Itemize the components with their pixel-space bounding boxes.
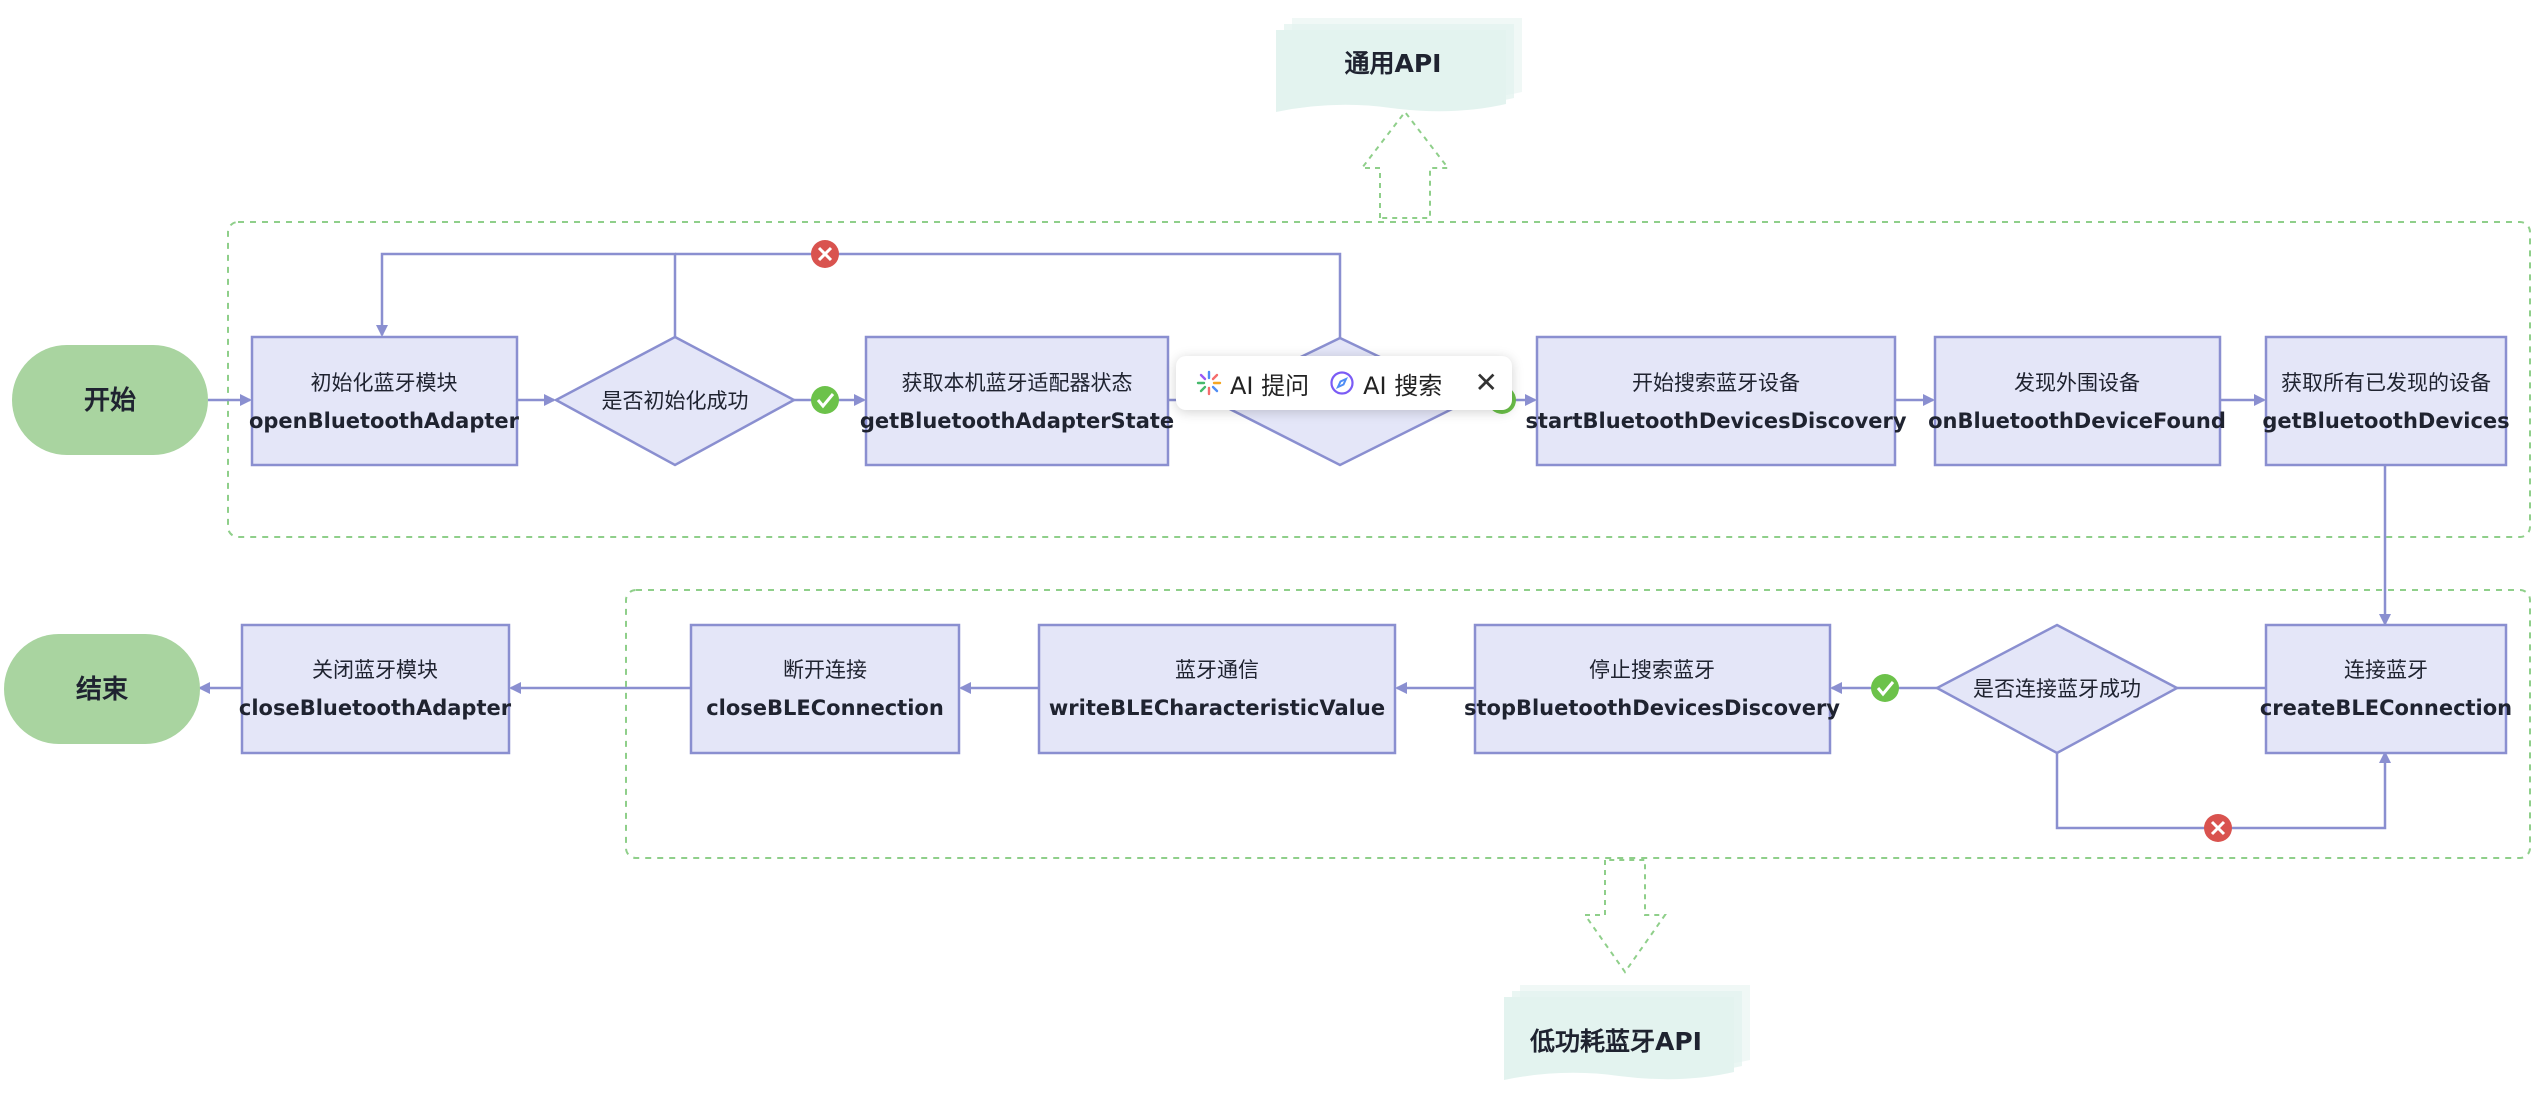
step-create-connection-label: 连接蓝牙 [2344,658,2428,682]
x-circle-icon [811,240,839,268]
step-device-found-label: 发现外围设备 [2014,371,2140,395]
end-terminal: 结束 [4,634,200,744]
step-get-devices-api: getBluetoothDevices [2262,409,2509,433]
step-start-discovery-label: 开始搜索蓝牙设备 [1632,371,1800,395]
general-api-label-shape: 通用API [1276,18,1522,112]
step-start-discovery-api: startBluetoothDevicesDiscovery [1525,409,1906,433]
step-stop-discovery-label: 停止搜索蓝牙 [1589,658,1715,682]
ai-search-label: AI 搜索 [1363,371,1443,400]
step-start-discovery: 开始搜索蓝牙设备 startBluetoothDevicesDiscovery [1525,335,1907,467]
end-label: 结束 [76,674,129,705]
step-get-devices: 获取所有已发现的设备 getBluetoothDevices [2262,335,2510,467]
general-api-label: 通用API [1345,49,1442,78]
step-write-value: 蓝牙通信 writeBLECharacteristicValue [1037,623,1397,755]
step-open-adapter-label: 初始化蓝牙模块 [311,371,458,395]
step-get-adapter-state-api: getBluetoothAdapterState [860,409,1174,433]
ble-api-label-shape: 低功耗蓝牙API [1504,985,1750,1080]
ai-search-button[interactable]: AI 搜索 [1323,366,1448,401]
step-write-value-label: 蓝牙通信 [1175,658,1259,682]
ai-ask-button[interactable]: AI 提问 [1190,366,1315,401]
step-close-connection-api: closeBLEConnection [706,696,944,720]
step-get-devices-label: 获取所有已发现的设备 [2281,371,2491,395]
step-device-found: 发现外围设备 onBluetoothDeviceFound [1928,335,2226,467]
step-stop-discovery-api: stopBluetoothDevicesDiscovery [1464,696,1840,720]
step-close-connection: 断开连接 closeBLEConnection [689,623,961,755]
sparkle-icon [1196,370,1222,396]
ai-floating-toolbar: AI 提问 AI 搜索 ✕ [1176,356,1512,410]
step-get-adapter-state: 获取本机蓝牙适配器状态 getBluetoothAdapterState [860,335,1174,467]
decision-init-success-label: 是否初始化成功 [602,389,749,413]
x-circle-icon [2204,814,2232,842]
step-create-connection: 连接蓝牙 createBLEConnection [2260,623,2512,755]
start-label: 开始 [84,386,136,416]
step-device-found-api: onBluetoothDeviceFound [1928,409,2226,433]
ble-api-group [625,589,2531,859]
general-api-arrow [1359,110,1451,219]
ble-api-label: 低功耗蓝牙API [1529,1027,1702,1056]
check-circle-icon [1871,674,1899,702]
edge-state-check-fail-loop [675,252,1342,338]
step-close-connection-label: 断开连接 [783,658,867,682]
step-stop-discovery: 停止搜索蓝牙 stopBluetoothDevicesDiscovery [1464,623,1840,755]
general-api-group [227,221,2531,538]
step-get-adapter-state-label: 获取本机蓝牙适配器状态 [902,371,1133,395]
close-icon[interactable]: ✕ [1474,366,1498,399]
step-close-adapter-api: closeBluetoothAdapter [239,696,512,720]
start-terminal: 开始 [12,345,208,455]
decision-connect-success: 是否连接蓝牙成功 [1934,623,2180,755]
ble-api-arrow [1583,859,1667,974]
step-open-adapter: 初始化蓝牙模块 openBluetoothAdapter [249,335,520,467]
decision-connect-success-label: 是否连接蓝牙成功 [1973,677,2141,701]
step-create-connection-api: createBLEConnection [2260,696,2512,720]
compass-icon [1330,371,1354,395]
step-close-adapter-label: 关闭蓝牙模块 [312,658,438,682]
step-write-value-api: writeBLECharacteristicValue [1049,696,1385,720]
check-circle-icon [811,386,839,414]
edge-initcheck-fail-loop [376,252,677,338]
decision-init-success: 是否初始化成功 [553,335,797,467]
ai-ask-label: AI 提问 [1230,371,1310,400]
step-close-adapter: 关闭蓝牙模块 closeBluetoothAdapter [239,623,512,755]
step-open-adapter-api: openBluetoothAdapter [249,409,520,433]
